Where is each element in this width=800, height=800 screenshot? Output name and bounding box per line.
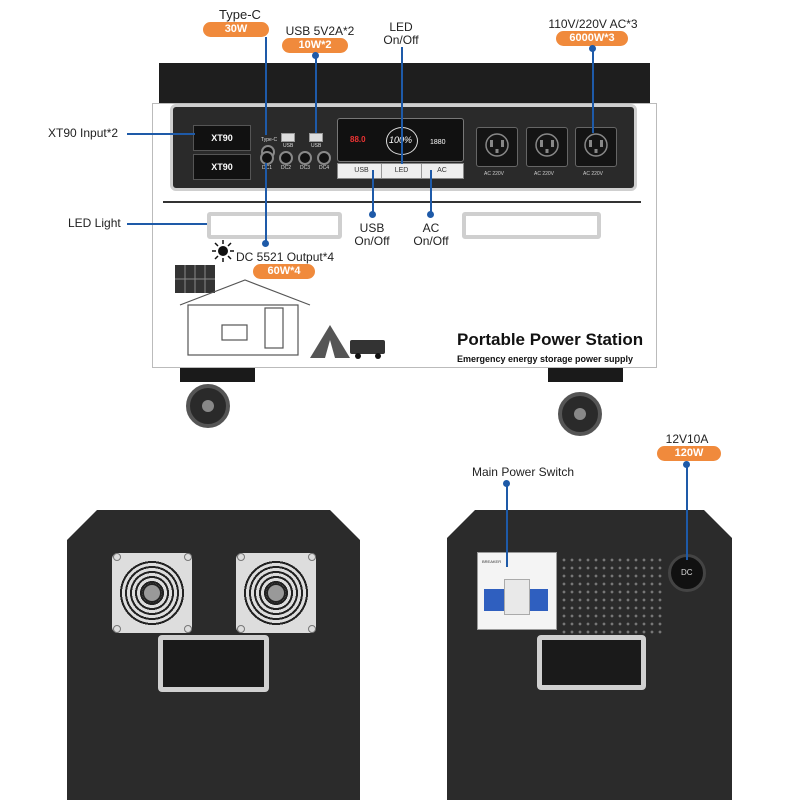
lcd-right-value: 1880 — [430, 139, 446, 146]
home-camping-illustration — [175, 265, 385, 359]
ac-outlet-3[interactable] — [575, 127, 617, 167]
panel-divider — [163, 201, 641, 203]
port-label-dc3: DC3 — [300, 165, 311, 171]
led-onoff-leader — [401, 47, 403, 164]
port-label-usb-2: USB — [311, 143, 322, 149]
usb-onoff-callout-line1: USB — [359, 221, 385, 235]
back-right-handle[interactable] — [537, 635, 646, 690]
usb-port-1[interactable] — [281, 133, 295, 142]
camper-van-icon — [350, 340, 385, 359]
xt90-callout-label: XT90 Input*2 — [48, 126, 119, 140]
led-switch-button[interactable]: LED — [382, 164, 422, 178]
port-label-usb-1: USB — [283, 143, 294, 149]
dc-input-leader — [686, 464, 688, 560]
xt90-input-bottom[interactable]: XT90 — [193, 154, 251, 180]
solar-panel-icon — [175, 265, 215, 293]
ac-output-callout-label: 110V/220V AC*3 — [548, 17, 638, 31]
fan-icon — [142, 583, 162, 603]
led-light-callout-label: LED Light — [68, 216, 121, 230]
right-caster-wheel — [558, 392, 602, 436]
tent-icon — [310, 325, 350, 358]
lcd-left-value: 88.0 — [350, 135, 366, 144]
left-caster-mount — [180, 368, 255, 382]
ac-socket-icon — [535, 133, 559, 157]
dc-input-label: DC — [681, 568, 693, 577]
usb-onoff-leader-dot — [369, 211, 376, 218]
outlet-label-3: AC 220V — [583, 171, 604, 177]
dc3-port[interactable] — [298, 151, 312, 165]
dc-input-callout-label: 12V10A — [665, 432, 709, 446]
led-onoff-callout-line2: On/Off — [383, 33, 419, 47]
sun-icon — [212, 240, 234, 262]
screw-icon — [308, 625, 316, 633]
unit-top-cover — [159, 63, 650, 103]
port-label-dc2: DC2 — [281, 165, 292, 171]
ac-onoff-callout-line2: On/Off — [413, 234, 449, 248]
right-caster-mount — [548, 368, 623, 382]
screw-icon — [184, 625, 192, 633]
led-light-left — [207, 212, 342, 239]
screw-icon — [308, 553, 316, 561]
type-c-callout-value: 30W — [203, 22, 269, 37]
ac-socket-icon — [485, 133, 509, 157]
led-onoff-callout-line1: LED — [389, 20, 413, 34]
port-label-type-c: Type-C — [261, 137, 278, 143]
usb-port-2[interactable] — [309, 133, 323, 142]
ac-socket-icon — [584, 133, 608, 157]
usb-onoff-callout-line2: On/Off — [354, 234, 390, 248]
left-caster-wheel — [186, 384, 230, 428]
led-light-right — [462, 212, 601, 239]
ac-switch-button[interactable]: AC — [437, 167, 447, 174]
screw-icon — [237, 625, 245, 633]
lcd-display: 88.0 100% 1880 — [337, 118, 464, 162]
ac-output-callout-value: 6000W*3 — [556, 31, 628, 46]
dc5521-leader — [265, 163, 267, 245]
type-c-callout-label: Type-C — [219, 7, 261, 22]
product-title: Portable Power Station — [457, 330, 644, 349]
main-switch-leader — [506, 483, 508, 567]
house-icon — [179, 279, 311, 356]
usb-onoff-leader — [372, 170, 374, 216]
outlet-label-2: AC 220V — [534, 171, 555, 177]
port-label-dc1: DC1 — [262, 165, 273, 171]
usb-switch-button[interactable]: USB — [342, 164, 382, 178]
screw-icon — [113, 625, 121, 633]
ac-onoff-callout-line1: AC — [422, 221, 440, 235]
dc2-port[interactable] — [279, 151, 293, 165]
dc4-port[interactable] — [317, 151, 331, 165]
switch-button-bar: USB LED AC — [337, 163, 464, 179]
back-left-handle[interactable] — [158, 635, 269, 692]
screw-icon — [237, 553, 245, 561]
main-power-breaker[interactable]: BREAKER — [477, 552, 557, 630]
led-light-leader — [127, 223, 207, 225]
dc-input-callout-value: 120W — [657, 446, 721, 461]
dc5521-callout-label: DC 5521 Output*4 — [236, 250, 335, 264]
dc5521-leader-dot — [262, 240, 269, 247]
vent-grille — [560, 556, 666, 634]
dc1-port[interactable] — [260, 151, 274, 165]
lcd-battery-percent: 100% — [389, 135, 412, 145]
main-switch-callout-label: Main Power Switch — [471, 465, 575, 479]
screw-icon — [113, 553, 121, 561]
usb-callout-value: 10W*2 — [282, 38, 348, 53]
ac-onoff-leader-dot — [427, 211, 434, 218]
dc5521-callout-value: 60W*4 — [253, 264, 315, 279]
ac-outlet-1[interactable] — [476, 127, 518, 167]
type-c-leader — [265, 37, 267, 135]
fan-icon — [266, 583, 286, 603]
usb-callout-label: USB 5V2A*2 — [285, 24, 355, 38]
usb-leader — [315, 55, 317, 133]
ac-outlet-2[interactable] — [526, 127, 568, 167]
ac-onoff-leader — [430, 170, 432, 216]
cooling-fan-left — [112, 553, 192, 633]
screw-icon — [184, 553, 192, 561]
outlet-label-1: AC 220V — [484, 171, 505, 177]
ac-output-leader — [592, 48, 594, 133]
port-label-dc4: DC4 — [319, 165, 330, 171]
xt90-leader — [127, 133, 195, 135]
product-subtitle: Emergency energy storage power supply — [457, 354, 634, 364]
cooling-fan-right — [236, 553, 316, 633]
xt90-input-top[interactable]: XT90 — [193, 125, 251, 151]
